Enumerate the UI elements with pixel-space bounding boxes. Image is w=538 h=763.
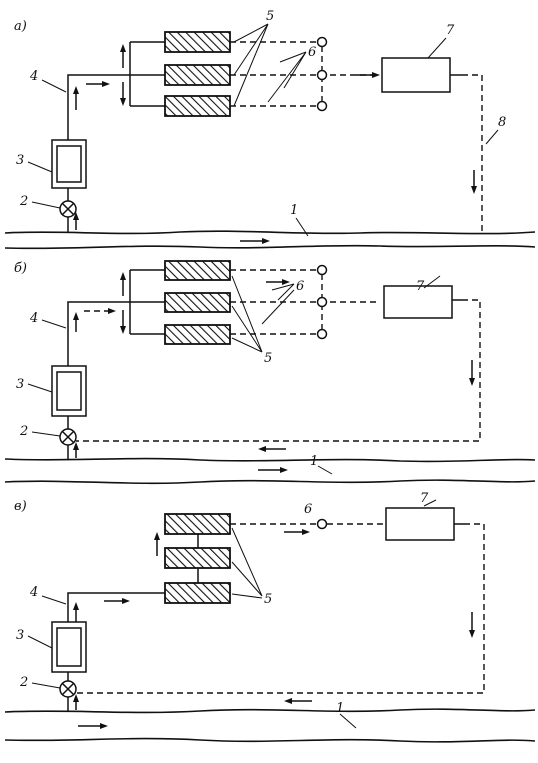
panel-a-num-4: 4 <box>29 69 38 84</box>
panel-b-unit-1 <box>164 260 231 281</box>
panel-b-num-4: 4 <box>29 311 38 326</box>
panel-c-num-4: 4 <box>29 585 38 600</box>
panel-b-valve-3 <box>316 328 328 340</box>
panel-c-num-2: 2 <box>19 675 28 690</box>
panel-a-num-1: 1 <box>290 203 298 218</box>
panel-c-num-7: 7 <box>420 491 429 506</box>
panel-b-river <box>4 457 536 463</box>
panel-a-pump <box>59 200 77 218</box>
panel-c-num-6: 6 <box>304 502 312 517</box>
panel-b-num-7: 7 <box>416 279 425 294</box>
panel-b: б) 1 2 3 4 <box>4 260 536 485</box>
panel-a-num-5: 5 <box>266 9 274 24</box>
panel-c-label: в) <box>14 499 27 514</box>
panel-a-river <box>4 230 536 235</box>
panel-c-num-1: 1 <box>336 701 344 716</box>
panel-b-num-1: 1 <box>310 454 318 469</box>
panel-b-tank <box>383 285 453 319</box>
panel-a-river-bank <box>4 244 536 250</box>
panel-b-pump <box>59 428 77 446</box>
panel-a-label: a) <box>14 19 27 34</box>
panel-a-valve-3 <box>316 100 328 112</box>
panel-a-num-3: 3 <box>16 153 24 168</box>
panel-a-filter <box>51 139 87 189</box>
panel-c-num-5: 5 <box>264 592 272 607</box>
panel-c-valve <box>316 518 328 530</box>
panel-b-valve-2 <box>316 296 328 308</box>
panel-a: a) 1 2 3 4 <box>4 9 536 250</box>
panel-b-num-6: 6 <box>296 279 304 294</box>
panel-b-unit-2 <box>164 292 231 313</box>
panel-c-filter <box>51 621 87 673</box>
panel-a-num-6: 6 <box>308 45 316 60</box>
panel-b-num-2: 2 <box>19 424 28 439</box>
panel-c-unit-3 <box>164 582 231 604</box>
panel-b-unit-3 <box>164 324 231 345</box>
panel-c-river-bank <box>4 737 536 743</box>
panel-c-tank <box>385 507 455 541</box>
panel-b-valve-1 <box>316 264 328 276</box>
panel-c-unit-1 <box>164 513 231 535</box>
panel-a-num-8: 8 <box>498 115 506 130</box>
panel-a-unit-2 <box>164 64 231 86</box>
panel-c-river <box>4 708 536 714</box>
panel-b-label: б) <box>14 261 27 276</box>
panel-b-num-3: 3 <box>16 377 24 392</box>
panel-b-river-bank <box>4 479 536 485</box>
panel-c-unit-2 <box>164 547 231 569</box>
panel-c: в) 1 2 3 4 <box>4 491 536 743</box>
panel-a-num-7: 7 <box>446 23 455 38</box>
panel-b-filter <box>51 365 87 417</box>
panel-a-valve-2 <box>316 69 328 81</box>
panel-a-tank <box>381 57 451 93</box>
panel-a-valve-1 <box>316 36 328 48</box>
panel-a-unit-3 <box>164 95 231 117</box>
panel-c-pump <box>59 680 77 698</box>
panel-a-num-2: 2 <box>19 194 28 209</box>
panel-c-num-3: 3 <box>16 628 24 643</box>
panel-a-unit-1 <box>164 31 231 53</box>
panel-b-num-5: 5 <box>264 351 272 366</box>
